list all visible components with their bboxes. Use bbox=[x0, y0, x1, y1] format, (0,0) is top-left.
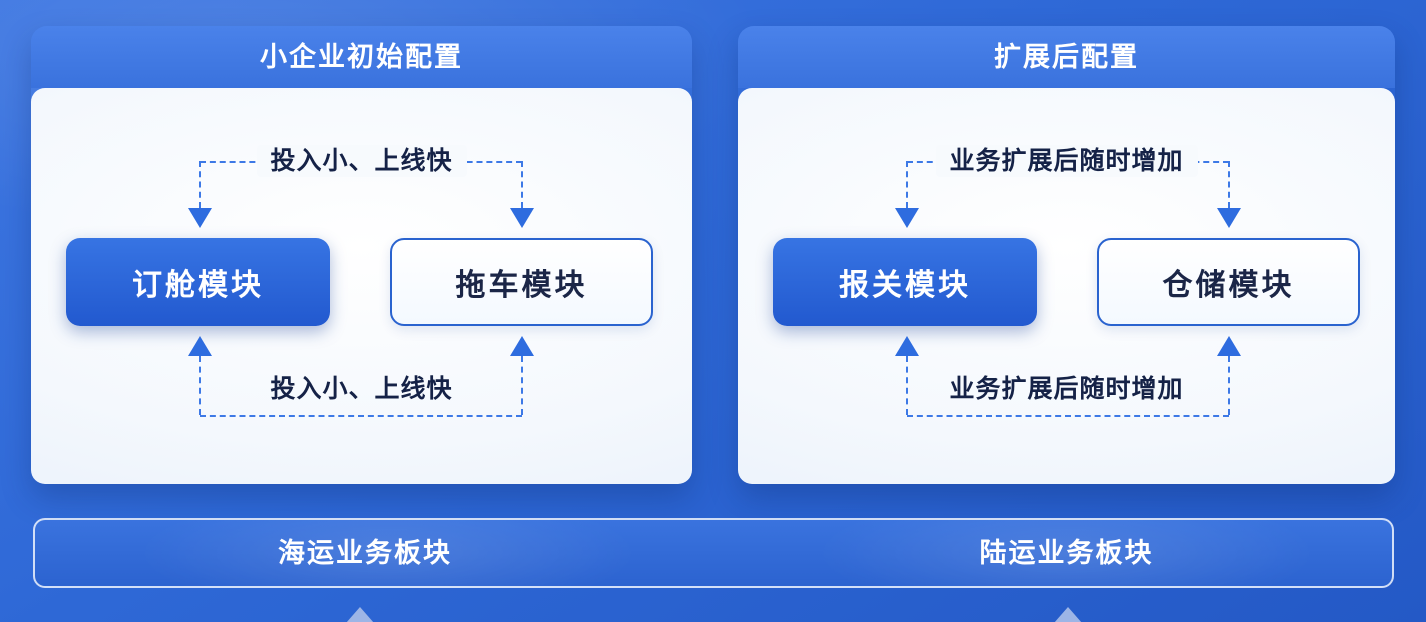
panel-expanded-body: 业务扩展后随时增加 报关模块 仓储模块 业务扩展后随时增加 bbox=[738, 88, 1395, 484]
panel-initial-config: 小企业初始配置 投入小、上线快 订舱模块 拖车模块 投入小、上线快 bbox=[31, 26, 692, 484]
panel-expanded-config: 扩展后配置 业务扩展后随时增加 报关模块 仓储模块 业务扩展后随时增加 bbox=[738, 26, 1395, 484]
arrow-up-icon bbox=[1054, 607, 1082, 622]
arrow-up-icon bbox=[1217, 336, 1241, 356]
arrow-up-icon bbox=[188, 336, 212, 356]
module-label: 拖车模块 bbox=[455, 269, 588, 302]
bottom-bar-label-land: 陆运业务板块 bbox=[979, 538, 1154, 568]
dashed-line-top-right bbox=[521, 161, 523, 208]
module-label: 订舱模块 bbox=[132, 269, 264, 302]
dashed-line-bottom-left bbox=[906, 356, 908, 415]
module-box-warehouse: 仓储模块 bbox=[1097, 238, 1360, 326]
connector-bottom-label: 业务扩展后随时增加 bbox=[949, 375, 1184, 403]
arrow-down-icon bbox=[510, 208, 534, 228]
bottom-bar: 海运业务板块 陆运业务板块 bbox=[33, 518, 1394, 588]
connector-top-label: 投入小、上线快 bbox=[256, 145, 467, 177]
panel-initial-title: 小企业初始配置 bbox=[260, 42, 463, 72]
panel-expanded-header: 扩展后配置 bbox=[738, 26, 1395, 88]
connector-bottom-label: 投入小、上线快 bbox=[270, 375, 453, 403]
module-label: 报关模块 bbox=[839, 269, 971, 302]
dashed-line-bottom bbox=[200, 415, 522, 417]
panel-initial-body: 投入小、上线快 订舱模块 拖车模块 投入小、上线快 bbox=[31, 88, 692, 484]
dashed-line-top-right bbox=[1228, 161, 1230, 208]
module-label: 仓储模块 bbox=[1162, 269, 1295, 302]
module-box-customs: 报关模块 bbox=[773, 238, 1037, 326]
dashed-line-bottom-right bbox=[1228, 356, 1230, 415]
dashed-line-top-left bbox=[906, 161, 908, 208]
arrow-up-icon bbox=[346, 607, 374, 622]
arrow-down-icon bbox=[895, 208, 919, 228]
connector-top-label: 业务扩展后随时增加 bbox=[935, 145, 1198, 177]
dashed-line-bottom-left bbox=[199, 356, 201, 415]
bottom-bar-label-sea: 海运业务板块 bbox=[278, 538, 452, 568]
dashed-line-top-left bbox=[199, 161, 201, 208]
dashed-line-bottom bbox=[907, 415, 1229, 417]
arrow-down-icon bbox=[188, 208, 212, 228]
dashed-line-bottom-right bbox=[521, 356, 523, 415]
module-box-trucking: 拖车模块 bbox=[390, 238, 653, 326]
arrow-down-icon bbox=[1217, 208, 1241, 228]
arrow-up-icon bbox=[895, 336, 919, 356]
panel-expanded-title: 扩展后配置 bbox=[994, 42, 1139, 72]
arrow-up-icon bbox=[510, 336, 534, 356]
module-box-booking: 订舱模块 bbox=[66, 238, 330, 326]
panel-initial-header: 小企业初始配置 bbox=[31, 26, 692, 88]
